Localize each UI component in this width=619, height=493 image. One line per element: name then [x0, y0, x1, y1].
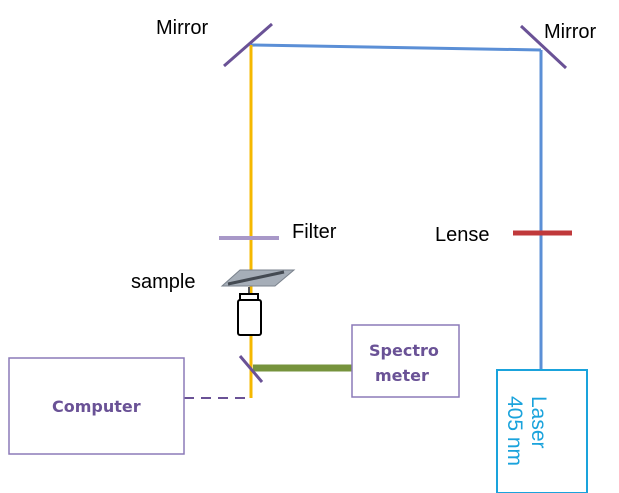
lens-label: Lense — [435, 224, 490, 246]
computer-label: Computer — [52, 397, 141, 416]
mirror-right-label: Mirror — [544, 21, 597, 43]
laser-label-line2: 405 nm — [503, 396, 526, 466]
spectrometer-box — [351, 324, 460, 398]
sample-label: sample — [131, 271, 195, 293]
sample-specimen — [227, 270, 285, 286]
laser-label-group: Laser 405 nm — [503, 396, 550, 466]
computer-box — [8, 357, 185, 455]
sample-stage — [220, 269, 296, 336]
spectrometer-label-line1: Spectro — [369, 341, 439, 360]
mirror-left — [223, 22, 273, 68]
laser-box — [496, 369, 588, 493]
spectrometer-label-line2: meter — [375, 366, 429, 385]
objective-lens — [237, 299, 262, 336]
mirror-left-label: Mirror — [156, 17, 209, 39]
filter-label: Filter — [292, 221, 337, 243]
laser-beam-horizontal — [250, 43, 542, 52]
mirror-right — [519, 24, 568, 70]
laser-label-line1: Laser — [527, 396, 550, 449]
dichroic-mirror — [238, 355, 264, 383]
